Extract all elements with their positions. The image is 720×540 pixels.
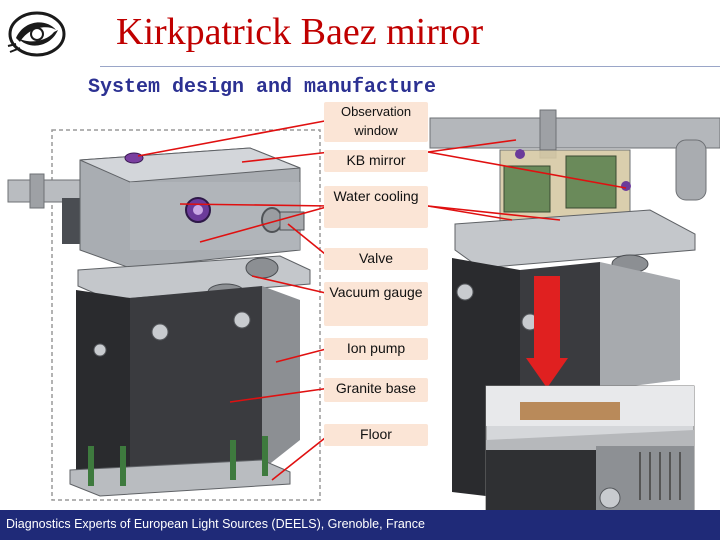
- label-observation-window: Observation window: [324, 102, 428, 142]
- footer-text: Diagnostics Experts of European Light So…: [6, 517, 425, 531]
- kb-mirror-illustration: [7, 109, 720, 510]
- callout-labels: Observation window KB mirror Water cooli…: [324, 100, 428, 510]
- label-kb-mirror: KB mirror: [324, 150, 428, 172]
- slide-title: Kirkpatrick Baez mirror: [116, 11, 484, 53]
- title-rule: [100, 66, 720, 67]
- footer-bar: Diagnostics Experts of European Light So…: [0, 510, 720, 540]
- label-water-cooling: Water cooling: [324, 186, 428, 228]
- dashed-frame: [51, 129, 321, 501]
- left-assembly: [7, 147, 311, 497]
- leader-lines: [137, 119, 627, 481]
- institute-logo: [7, 11, 66, 57]
- label-granite-base: Granite base: [324, 378, 428, 402]
- red-down-arrow: [534, 276, 560, 360]
- slide-subtitle: System design and manufacture: [88, 76, 437, 99]
- right-assembly: [429, 109, 720, 510]
- label-ion-pump: Ion pump: [324, 338, 428, 360]
- label-valve: Valve: [324, 248, 428, 270]
- label-vacuum-gauge: Vacuum gauge: [324, 282, 428, 326]
- label-floor: Floor: [324, 424, 428, 446]
